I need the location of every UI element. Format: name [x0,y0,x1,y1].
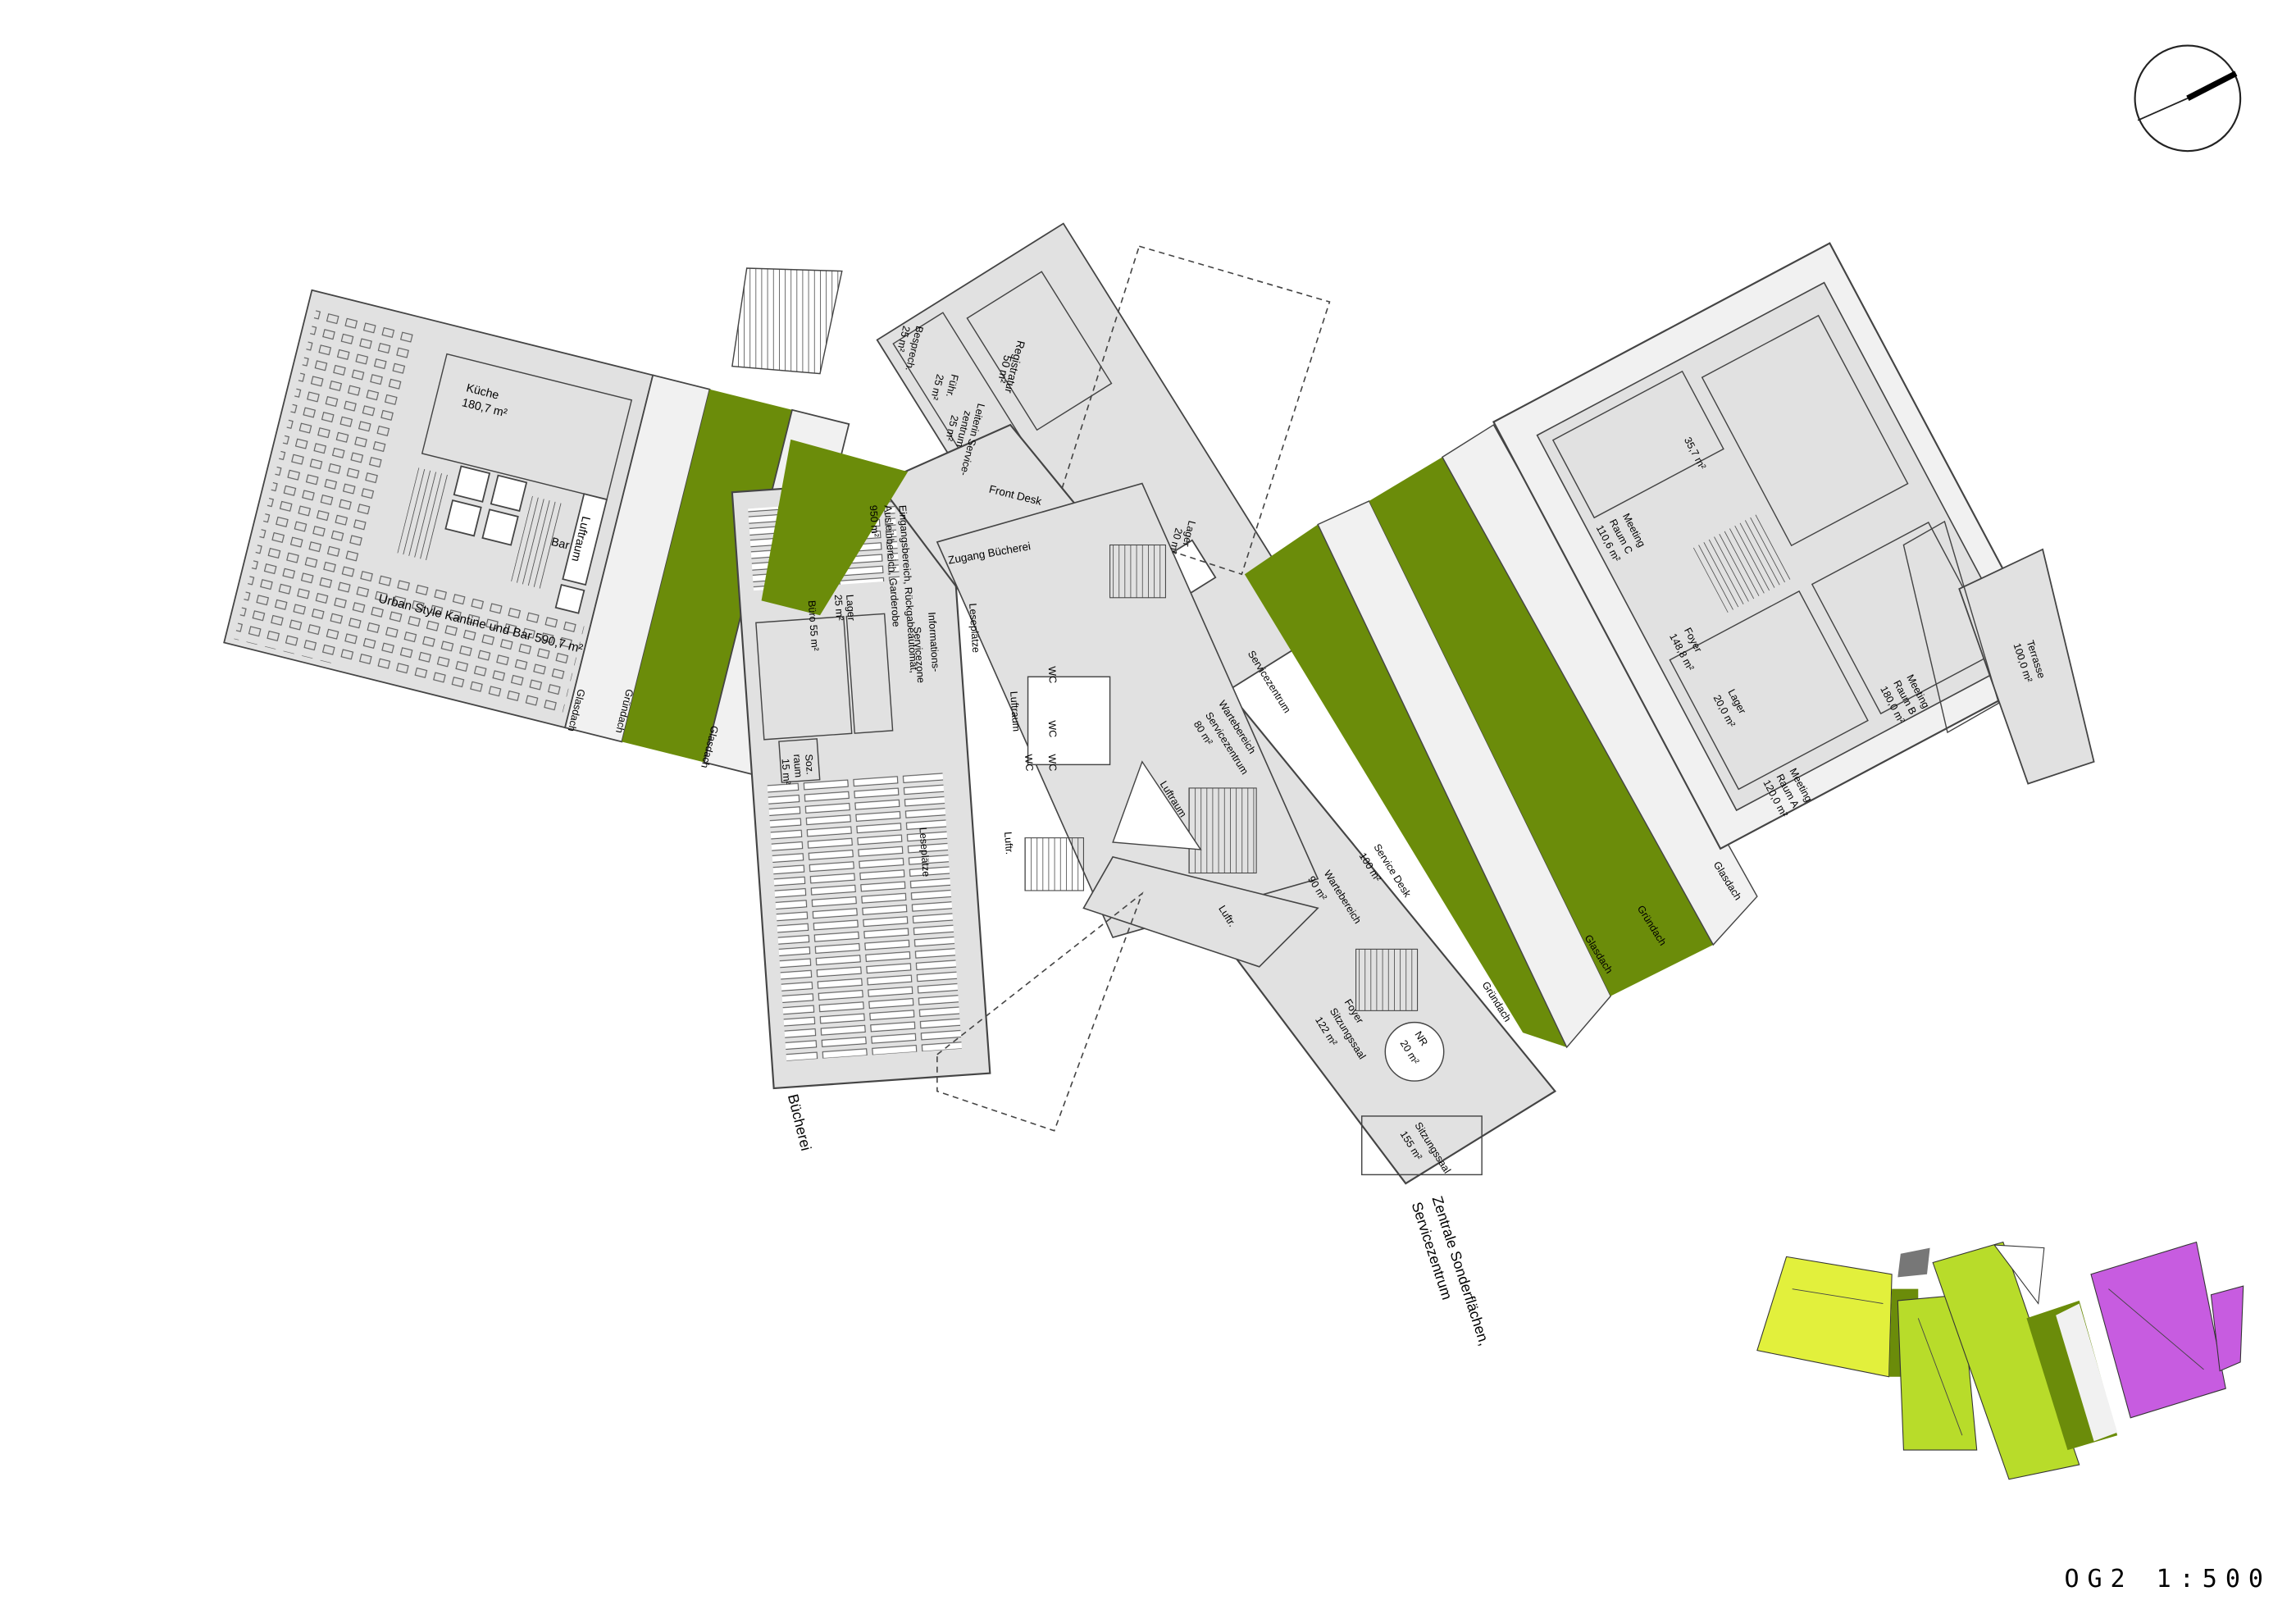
label-lager-2-area: 25 m² [832,594,845,621]
scale-label: OG2 1:500 [2064,1565,2271,1593]
key-map [1756,1241,2244,1480]
label-sozraum-area: 15 m² [780,758,793,785]
label-lager-2: Lager [844,594,857,621]
label-leseplaetze-2: Leseplätze [917,827,932,877]
label-wc-3: WC [1023,754,1035,772]
label-nr: NR [1412,1029,1429,1048]
exterior-stairs [731,267,843,375]
label-info: Informations- [926,612,941,672]
east-wing-meeting [1492,242,2058,850]
label-sozraum: Soz. [803,754,816,775]
label-luftr-1: Luftr. [1002,832,1015,855]
service-center-spine [877,423,1557,1185]
label-wc-1: WC [1046,666,1059,684]
terrace [1958,548,2095,785]
terrace-outline [1902,520,2000,734]
label-fuehr: Führ. [944,373,960,399]
label-buero: Büro 55 m² [806,600,821,652]
projection-outline-south [936,891,1144,1132]
projection-outline [1053,245,1331,576]
north-arrow-icon [2134,44,2242,153]
label-leseplaetze-1: Leseplätze [967,603,982,653]
label-bar: Bar [549,536,571,553]
label-buecherei: Bücherei [785,1092,814,1152]
label-servicezone: Servicezone [911,627,927,684]
green-roof-band-east [1244,424,1758,1049]
green-roof-band-west [761,439,909,616]
label-wc-4: WC [1046,754,1059,772]
label-wc-2: WC [1046,720,1059,738]
label-eingang-area: 950 m² [868,505,882,538]
label-luftraum-library: Luftraum [1008,691,1022,732]
west-wing-kantine [223,289,850,777]
label-sozraum-2: raum [791,754,804,777]
